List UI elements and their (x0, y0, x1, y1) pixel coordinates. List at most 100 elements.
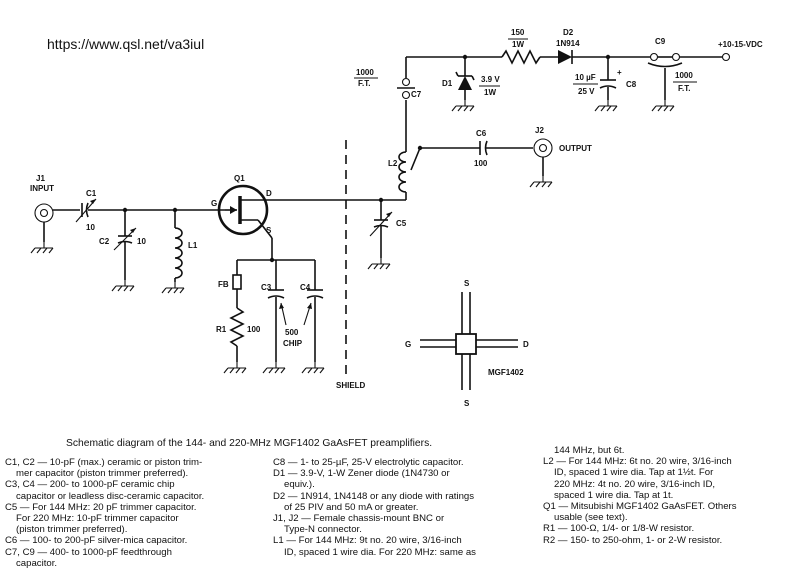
note-line: D2 — 1N914, 1N4148 or any diode with rat… (273, 490, 475, 502)
c4-capacitor (301, 260, 325, 374)
c5-capacitor (367, 197, 393, 270)
l2-inductor (398, 100, 423, 200)
note-line: For 220 MHz: 10-pF trimmer capacitor (16, 513, 179, 525)
q1-source-pin: S (266, 226, 272, 235)
l1-ref: L1 (188, 241, 198, 250)
note-line: C6 — 100- to 200-pF silver-mica capacito… (5, 535, 188, 547)
note-line: C3, C4 — 200- to 1000-pF ceramic chip (5, 479, 175, 491)
r2-value: 150 (511, 28, 525, 37)
package-pin-d: D (523, 340, 529, 349)
c1-capacitor (75, 198, 97, 223)
note-line: Q1 — Mitsubishi MGF1402 GaAsFET. Others (543, 501, 737, 513)
package-pin-g: G (405, 340, 411, 349)
c6-value: 100 (474, 159, 488, 168)
q1-transistor (217, 184, 406, 260)
note-line: ID, spaced 1 wire dia. For 220 MHz: same… (284, 546, 476, 558)
c6-ref: C6 (476, 129, 487, 138)
mgf1402-package-drawing (420, 292, 518, 390)
supply-label: +10-15-VDC (718, 40, 763, 49)
c8-value: 10 µF (575, 73, 596, 82)
q1-ref: Q1 (234, 174, 245, 183)
c2-capacitor (111, 210, 137, 292)
q1-drain-pin: D (266, 189, 272, 198)
parts-notes-left: C1, C2 — 10-pF (max.) ceramic or piston … (5, 457, 204, 569)
note-line: C5 — For 144 MHz: 20 pF trimmer capacito… (5, 501, 197, 513)
c9-type: F.T. (678, 84, 690, 93)
c1-ref: C1 (86, 189, 97, 198)
c8-plus: + (617, 68, 622, 77)
fb-r1-branch (223, 260, 247, 374)
c3-ref: C3 (261, 283, 272, 292)
r1-value: 100 (247, 325, 261, 334)
c4-ref: C4 (300, 283, 311, 292)
j1-connector (30, 203, 54, 254)
note-line: 144 MHz, but 6t. (554, 445, 625, 456)
note-line: Type-N connector. (284, 524, 362, 536)
schematic-diagram: J1 INPUT C1 10 C2 10 L1 (30, 28, 763, 408)
d2-part: 1N914 (556, 39, 580, 48)
chip-type: CHIP (283, 339, 303, 348)
c2-ref: C2 (99, 237, 110, 246)
package-pin-s-top: S (464, 279, 470, 288)
d1-ref: D1 (442, 79, 453, 88)
note-line: (piston trimmer preferred). (16, 524, 128, 536)
note-line: of 25 PIV and 50 mA or greater. (284, 501, 419, 513)
j2-connector (529, 138, 553, 188)
c7-value: 1000 (356, 68, 374, 77)
c9-ref: C9 (655, 37, 666, 46)
note-line: capacitor or leadless disc-ceramic capac… (16, 490, 205, 502)
shield-label: SHIELD (336, 381, 366, 390)
j1-ref: J1 (36, 174, 45, 183)
note-line: capacitor. (16, 557, 58, 569)
note-line: mer capacitor (piston trimmer preferred)… (16, 468, 189, 480)
note-line: usable (see text). (554, 512, 628, 524)
note-line: C1, C2 — 10-pF (max.) ceramic or piston … (5, 457, 203, 468)
note-line: ID, spaced 1 wire dia. Tap at 1½t. For (554, 467, 714, 479)
c2-value: 10 (137, 237, 146, 246)
parts-notes-right: 144 MHz, but 6t. L2 — For 144 MHz: 6t no… (543, 445, 737, 546)
d1-voltage: 3.9 V (481, 75, 500, 84)
note-line: C8 — 1- to 25-µF, 25-V electrolytic capa… (273, 457, 464, 468)
r2-wattage: 1W (512, 40, 524, 49)
c1-value: 10 (86, 223, 95, 232)
chip-value: 500 (285, 328, 299, 337)
fb-ref: FB (218, 280, 229, 289)
c3-capacitor (262, 260, 286, 374)
c9-capacitor (647, 52, 731, 112)
d1-wattage: 1W (484, 88, 496, 97)
c8-voltage: 25 V (578, 87, 595, 96)
c8-capacitor (594, 57, 618, 112)
note-line: L1 — For 144 MHz: 9t no. 20 wire, 3/16-i… (273, 535, 462, 547)
c5-ref: C5 (396, 219, 407, 228)
note-line: spaced 1 wire dia. Tap at 1t. (554, 489, 674, 501)
r1-ref: R1 (216, 325, 227, 334)
l2-ref: L2 (388, 159, 398, 168)
note-line: C7, C9 — 400- to 1000-pF feedthrough (5, 546, 172, 558)
c7-type: F.T. (358, 79, 370, 88)
c9-value: 1000 (675, 71, 693, 80)
l1-inductor (161, 210, 185, 294)
r2-resistor (501, 49, 558, 65)
note-line: equiv.). (284, 479, 315, 491)
d1-zener (451, 57, 475, 112)
note-line: 220 MHz: 4t no. 20 wire, 3/16-inch ID, (554, 478, 716, 490)
package-label: MGF1402 (488, 368, 524, 377)
note-line: R1 — 100-Ω, 1/4- or 1/8-W resistor. (543, 523, 695, 535)
c7-ref: C7 (411, 90, 422, 99)
package-pin-s-bottom: S (464, 399, 470, 408)
d2-ref: D2 (563, 28, 574, 37)
j2-ref: J2 (535, 126, 544, 135)
note-line: L2 — For 144 MHz: 6t no. 20 wire, 3/16-i… (543, 456, 732, 468)
j1-label: INPUT (30, 184, 54, 193)
watermark-url: https://www.qsl.net/va3iul (47, 36, 205, 52)
parts-notes-middle: C8 — 1- to 25-µF, 25-V electrolytic capa… (273, 457, 476, 558)
note-line: R2 — 150- to 250-ohm, 1- or 2-W resistor… (543, 534, 723, 546)
c7-capacitor (397, 57, 415, 100)
q1-gate-pin: G (211, 199, 217, 208)
figure-caption: Schematic diagram of the 144- and 220-MH… (66, 438, 433, 449)
note-line: D1 — 3.9-V, 1-W Zener diode (1N4730 or (273, 468, 450, 480)
note-line: J1, J2 — Female chassis-mount BNC or (273, 513, 445, 525)
c6-capacitor (420, 140, 533, 156)
c8-ref: C8 (626, 80, 637, 89)
j2-label: OUTPUT (559, 144, 592, 153)
